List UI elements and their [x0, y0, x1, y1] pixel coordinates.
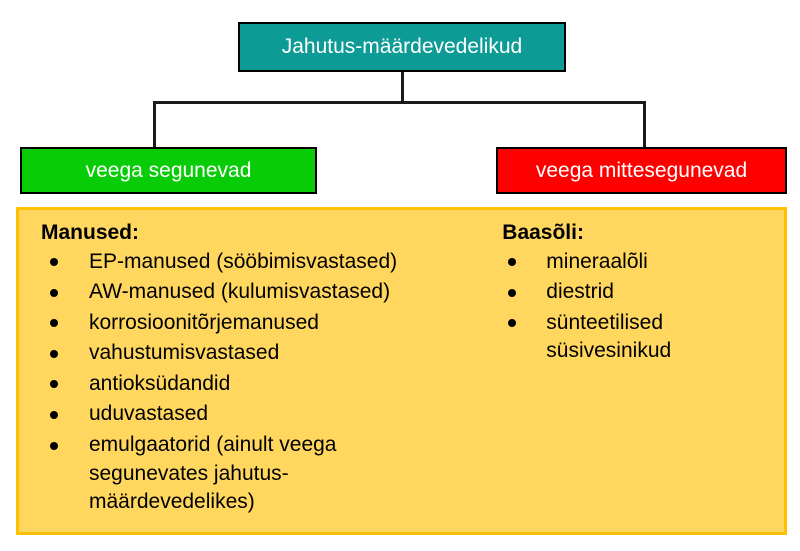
list-item: antioksüdandid — [41, 370, 502, 399]
panel-column-baasoli-list: mineraalõli diestrid sünteetilised süsiv… — [502, 248, 784, 366]
node-branch-veega-mittesegunevad: veega mittesegunevad — [496, 147, 787, 194]
bullet-icon — [508, 319, 517, 328]
list-item-label: sünteetilised süsivesinikud — [546, 310, 672, 363]
panel-column-baasoli: Baasõli: mineraalõli diestrid sünteetili… — [502, 210, 784, 368]
connector-root-stem — [401, 72, 404, 104]
list-item-label: antioksüdandid — [89, 371, 231, 395]
list-item: mineraalõli — [502, 248, 784, 277]
list-item-label: EP-manused (sööbimisvastased) — [89, 249, 398, 273]
connector-drop-left — [153, 101, 156, 148]
node-branch-left-label: veega segunevad — [85, 158, 252, 182]
list-item: korrosioonitõrjemanused — [41, 309, 502, 338]
list-item-label: emulgaatorid (ainult veega segunevates j… — [89, 433, 337, 514]
list-item-label: uduvastased — [89, 402, 209, 426]
list-item: emulgaatorid (ainult veega segunevates j… — [41, 431, 502, 517]
node-branch-veega-segunevad: veega segunevad — [20, 147, 317, 194]
list-item: uduvastased — [41, 400, 502, 429]
connector-drop-right — [643, 101, 646, 148]
bullet-icon — [50, 410, 58, 419]
list-item: vahustumisvastased — [41, 339, 502, 368]
panel-column-manused-list: EP-manused (sööbimisvastased) AW-manused… — [41, 248, 502, 517]
list-item-label: korrosioonitõrjemanused — [89, 310, 319, 334]
panel-column-baasoli-heading: Baasõli: — [502, 221, 584, 244]
bullet-icon — [50, 441, 58, 450]
detail-panel: Manused: EP-manused (sööbimisvastased) A… — [16, 207, 787, 535]
list-item: EP-manused (sööbimisvastased) — [41, 248, 502, 277]
panel-column-manused: Manused: EP-manused (sööbimisvastased) A… — [19, 210, 502, 519]
bullet-icon — [50, 349, 58, 358]
list-item: AW-manused (kulumisvastased) — [41, 278, 502, 307]
bullet-icon — [50, 258, 58, 267]
bullet-icon — [50, 380, 58, 389]
bullet-icon — [50, 288, 58, 297]
list-item: diestrid — [502, 278, 784, 307]
node-root-jahutus-maardevedelikud: Jahutus-määrdevedelikud — [238, 22, 566, 72]
panel-column-manused-heading: Manused: — [41, 221, 140, 244]
node-root-label: Jahutus-määrdevedelikud — [281, 35, 523, 59]
bullet-icon — [50, 319, 58, 328]
bullet-icon — [508, 288, 517, 297]
node-branch-right-label: veega mittesegunevad — [535, 158, 748, 182]
connector-horizontal-bus — [153, 101, 646, 104]
list-item-label: AW-manused (kulumisvastased) — [89, 280, 391, 304]
list-item: sünteetilised süsivesinikud — [502, 309, 784, 366]
list-item-label: mineraalõli — [546, 249, 648, 273]
list-item-label: diestrid — [546, 280, 614, 304]
list-item-label: vahustumisvastased — [89, 341, 280, 365]
bullet-icon — [508, 258, 517, 267]
